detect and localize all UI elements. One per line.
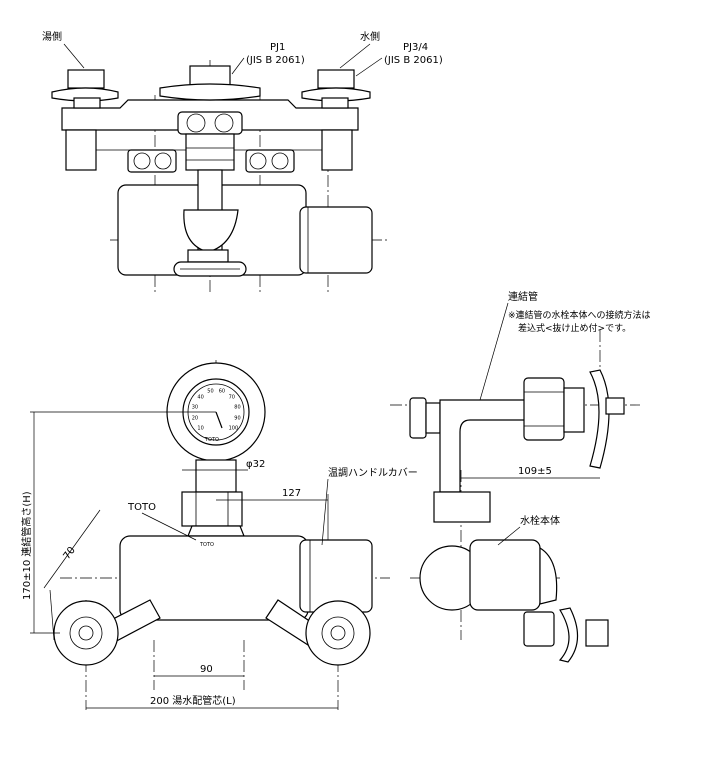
gauge-number: 90	[234, 416, 240, 422]
side-knob	[409, 397, 427, 439]
side-view: 109±5 連結管 ※連結管の水栓本体への接続方法は 差込式<抜け止め付>です。…	[390, 290, 651, 663]
union-nut	[181, 491, 243, 527]
center-hex-nut	[185, 133, 235, 171]
dim-127: 127	[282, 488, 301, 499]
note-line1: ※連結管の水栓本体への接続方法は	[508, 309, 651, 321]
pj1-std: (JIS B 2061)	[246, 55, 305, 66]
dim-109: 109±5	[518, 466, 552, 477]
pj34-label: PJ3/4	[403, 42, 428, 53]
gauge-number: 30	[192, 404, 198, 410]
top-view: 湯側 水側 PJ1 (JIS B 2061) PJ3/4 (JIS B 2061…	[42, 30, 443, 295]
note-line2: 差込式<抜け止め付>です。	[518, 322, 631, 334]
top-leg-right	[321, 129, 353, 171]
hot-fitting-top	[67, 69, 105, 89]
center-flange	[159, 83, 261, 101]
gauge-number: 60	[219, 389, 225, 395]
center-union	[177, 111, 243, 135]
gauge-needle	[215, 411, 223, 429]
side-nut	[563, 387, 585, 433]
cold-side-label: 水側	[360, 30, 380, 43]
center-stem	[187, 249, 229, 263]
side-flange	[589, 369, 610, 469]
side-thread	[605, 397, 625, 415]
label-body: 水栓本体	[520, 514, 560, 527]
pj34-std: (JIS B 2061)	[384, 55, 443, 66]
right-flange	[305, 600, 371, 666]
side-lower-thread	[585, 619, 609, 647]
label-connecting-pipe: 連結管	[508, 290, 538, 303]
side-union	[523, 377, 565, 441]
top-leg-left	[65, 129, 97, 171]
side-body	[469, 539, 541, 611]
top-handle-cover	[299, 206, 373, 274]
label-handle-cover: 温調ハンドルカバー	[328, 466, 418, 479]
cold-flange	[301, 87, 371, 102]
gauge-number: 40	[197, 394, 203, 400]
gauge-number: 20	[192, 416, 198, 422]
pj1-label: PJ1	[270, 42, 285, 53]
gauge-number: 80	[234, 404, 240, 410]
dim-90: 90	[200, 664, 213, 675]
gauge-number: 10	[197, 426, 203, 432]
gauge-ticks: 10 20 30 40 50 60 70 80 90 100	[192, 389, 241, 432]
side-lower-nut	[433, 491, 491, 523]
left-flange	[53, 600, 119, 666]
top-nut-right	[245, 149, 295, 173]
cold-fitting-top	[317, 69, 355, 89]
hot-side-label: 湯側	[42, 30, 62, 43]
top-nut-left	[127, 149, 177, 173]
dim-200: 200 湯水配管芯(L)	[150, 694, 236, 707]
gauge-number: 100	[229, 426, 239, 432]
label-toto: TOTO	[127, 502, 156, 513]
gauge-number: 70	[229, 394, 235, 400]
gauge-stem	[195, 459, 237, 493]
gauge-brand: TOTO	[204, 437, 219, 443]
side-lower-valve	[523, 611, 555, 647]
front-view: 10 20 30 40 50 60 70 80 90 100 TOTO TOTO 170±10 連…	[20, 360, 418, 710]
dim-phi32: φ32	[246, 459, 265, 470]
body-brand: TOTO	[199, 542, 214, 548]
hot-flange	[51, 87, 119, 102]
dim-height: 170±10 連結管高さ(H)	[20, 491, 33, 600]
dim-70: 70	[62, 545, 78, 562]
gauge-number: 50	[207, 389, 213, 395]
center-fitting-top	[189, 65, 231, 87]
